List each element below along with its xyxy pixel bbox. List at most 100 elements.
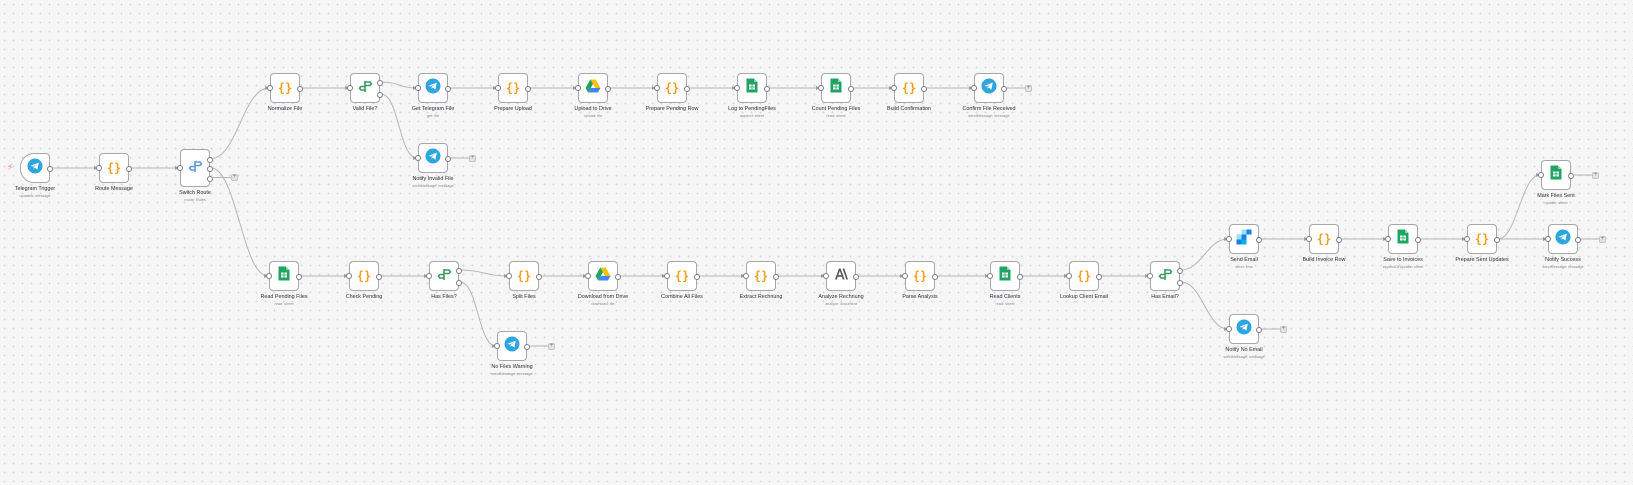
output-port[interactable] xyxy=(456,268,462,274)
mark-files-sent-node[interactable] xyxy=(1538,160,1574,190)
split-files-node[interactable]: {} xyxy=(506,261,542,291)
input-port[interactable] xyxy=(1464,236,1470,242)
no-files-warning-node[interactable] xyxy=(494,331,530,361)
input-port[interactable] xyxy=(1545,236,1551,242)
read-clients-node[interactable] xyxy=(987,261,1023,291)
output-port[interactable] xyxy=(1017,274,1023,280)
input-port[interactable] xyxy=(506,273,512,279)
output-port[interactable] xyxy=(126,166,132,172)
output-port[interactable] xyxy=(1494,237,1500,243)
output-port[interactable] xyxy=(47,166,53,172)
input-port[interactable] xyxy=(743,273,749,279)
output-port[interactable] xyxy=(773,274,779,280)
notify-no-email-node[interactable] xyxy=(1226,314,1262,344)
output-port[interactable] xyxy=(1001,86,1007,92)
get-telegram-file-node[interactable] xyxy=(415,73,451,103)
valid-file-node[interactable] xyxy=(347,73,383,103)
input-port[interactable] xyxy=(818,85,824,91)
input-port[interactable] xyxy=(1066,273,1072,279)
prepare-sent-updates-node[interactable]: {} xyxy=(1464,224,1500,254)
input-port[interactable] xyxy=(346,273,352,279)
input-port[interactable] xyxy=(1147,273,1153,279)
input-port[interactable] xyxy=(823,273,829,279)
prepare-upload-node[interactable]: {} xyxy=(495,73,531,103)
read-pending-files-node[interactable] xyxy=(266,261,302,291)
input-port[interactable] xyxy=(267,85,273,91)
output-port[interactable] xyxy=(1575,237,1581,243)
confirm-file-received-node[interactable] xyxy=(971,73,1007,103)
output-port[interactable] xyxy=(376,274,382,280)
input-port[interactable] xyxy=(415,85,421,91)
output-port[interactable] xyxy=(207,175,213,182)
notify-success-node[interactable] xyxy=(1545,224,1581,254)
add-node-button[interactable]: + xyxy=(548,342,555,350)
parse-analysis-node[interactable]: {} xyxy=(902,261,938,291)
log-to-pendingfiles-node[interactable] xyxy=(734,73,770,103)
has-email-node[interactable] xyxy=(1147,261,1183,291)
switch-route-node[interactable] xyxy=(177,149,213,187)
input-port[interactable] xyxy=(495,85,501,91)
input-port[interactable] xyxy=(266,273,272,279)
download-from-drive-node[interactable] xyxy=(585,261,621,291)
input-port[interactable] xyxy=(585,273,591,279)
route-message-node[interactable]: {} xyxy=(96,153,132,183)
add-node-button[interactable]: + xyxy=(469,154,476,162)
input-port[interactable] xyxy=(1538,172,1544,178)
output-port[interactable] xyxy=(1256,327,1262,333)
output-port[interactable] xyxy=(1336,237,1342,243)
add-node-button[interactable]: + xyxy=(1592,171,1599,179)
input-port[interactable] xyxy=(347,85,353,91)
combine-all-files-node[interactable]: {} xyxy=(664,261,700,291)
analyze-rechnung-node[interactable] xyxy=(823,261,859,291)
extract-rechnung-node[interactable]: {} xyxy=(743,261,779,291)
output-port[interactable] xyxy=(921,86,927,92)
input-port[interactable] xyxy=(654,85,660,91)
output-port[interactable] xyxy=(684,86,690,92)
output-port[interactable] xyxy=(525,86,531,92)
input-port[interactable] xyxy=(971,85,977,91)
build-confirmation-node[interactable]: {} xyxy=(891,73,927,103)
count-pending-files-node[interactable] xyxy=(818,73,854,103)
notify-invalid-file-node[interactable] xyxy=(415,143,451,173)
input-port[interactable] xyxy=(1226,326,1232,332)
input-port[interactable] xyxy=(664,273,670,279)
input-port[interactable] xyxy=(902,273,908,279)
output-port[interactable] xyxy=(377,92,383,98)
output-port[interactable] xyxy=(848,86,854,92)
output-port[interactable] xyxy=(524,344,530,350)
input-port[interactable] xyxy=(415,155,421,161)
output-port[interactable] xyxy=(1177,268,1183,274)
input-port[interactable] xyxy=(1226,236,1232,242)
build-invoice-row-node[interactable]: {} xyxy=(1306,224,1342,254)
lookup-client-email-node[interactable]: {} xyxy=(1066,261,1102,291)
input-port[interactable] xyxy=(96,165,102,171)
add-node-button[interactable]: + xyxy=(1025,84,1032,92)
telegram-trigger-node[interactable] xyxy=(20,153,53,183)
output-port[interactable] xyxy=(456,280,462,286)
output-port[interactable] xyxy=(1256,237,1262,243)
input-port[interactable] xyxy=(426,273,432,279)
normalize-file-node[interactable]: {} xyxy=(267,73,303,103)
output-port[interactable] xyxy=(605,86,611,92)
input-port[interactable] xyxy=(987,273,993,279)
output-port[interactable] xyxy=(297,86,303,92)
output-port[interactable] xyxy=(615,274,621,280)
input-port[interactable] xyxy=(575,85,581,91)
input-port[interactable] xyxy=(734,85,740,91)
input-port[interactable] xyxy=(891,85,897,91)
add-node-button[interactable]: + xyxy=(1280,325,1287,333)
has-files-node[interactable] xyxy=(426,261,462,291)
output-port[interactable] xyxy=(1568,173,1574,179)
output-port[interactable] xyxy=(694,274,700,280)
output-port[interactable] xyxy=(296,274,302,280)
save-to-invoices-node[interactable] xyxy=(1385,224,1421,254)
output-port[interactable] xyxy=(445,86,451,92)
output-port[interactable] xyxy=(207,156,213,163)
output-port[interactable] xyxy=(1096,274,1102,280)
input-port[interactable] xyxy=(494,343,500,349)
output-port[interactable] xyxy=(764,86,770,92)
output-port[interactable] xyxy=(1415,237,1421,243)
input-port[interactable] xyxy=(1306,236,1312,242)
output-port[interactable] xyxy=(932,274,938,280)
